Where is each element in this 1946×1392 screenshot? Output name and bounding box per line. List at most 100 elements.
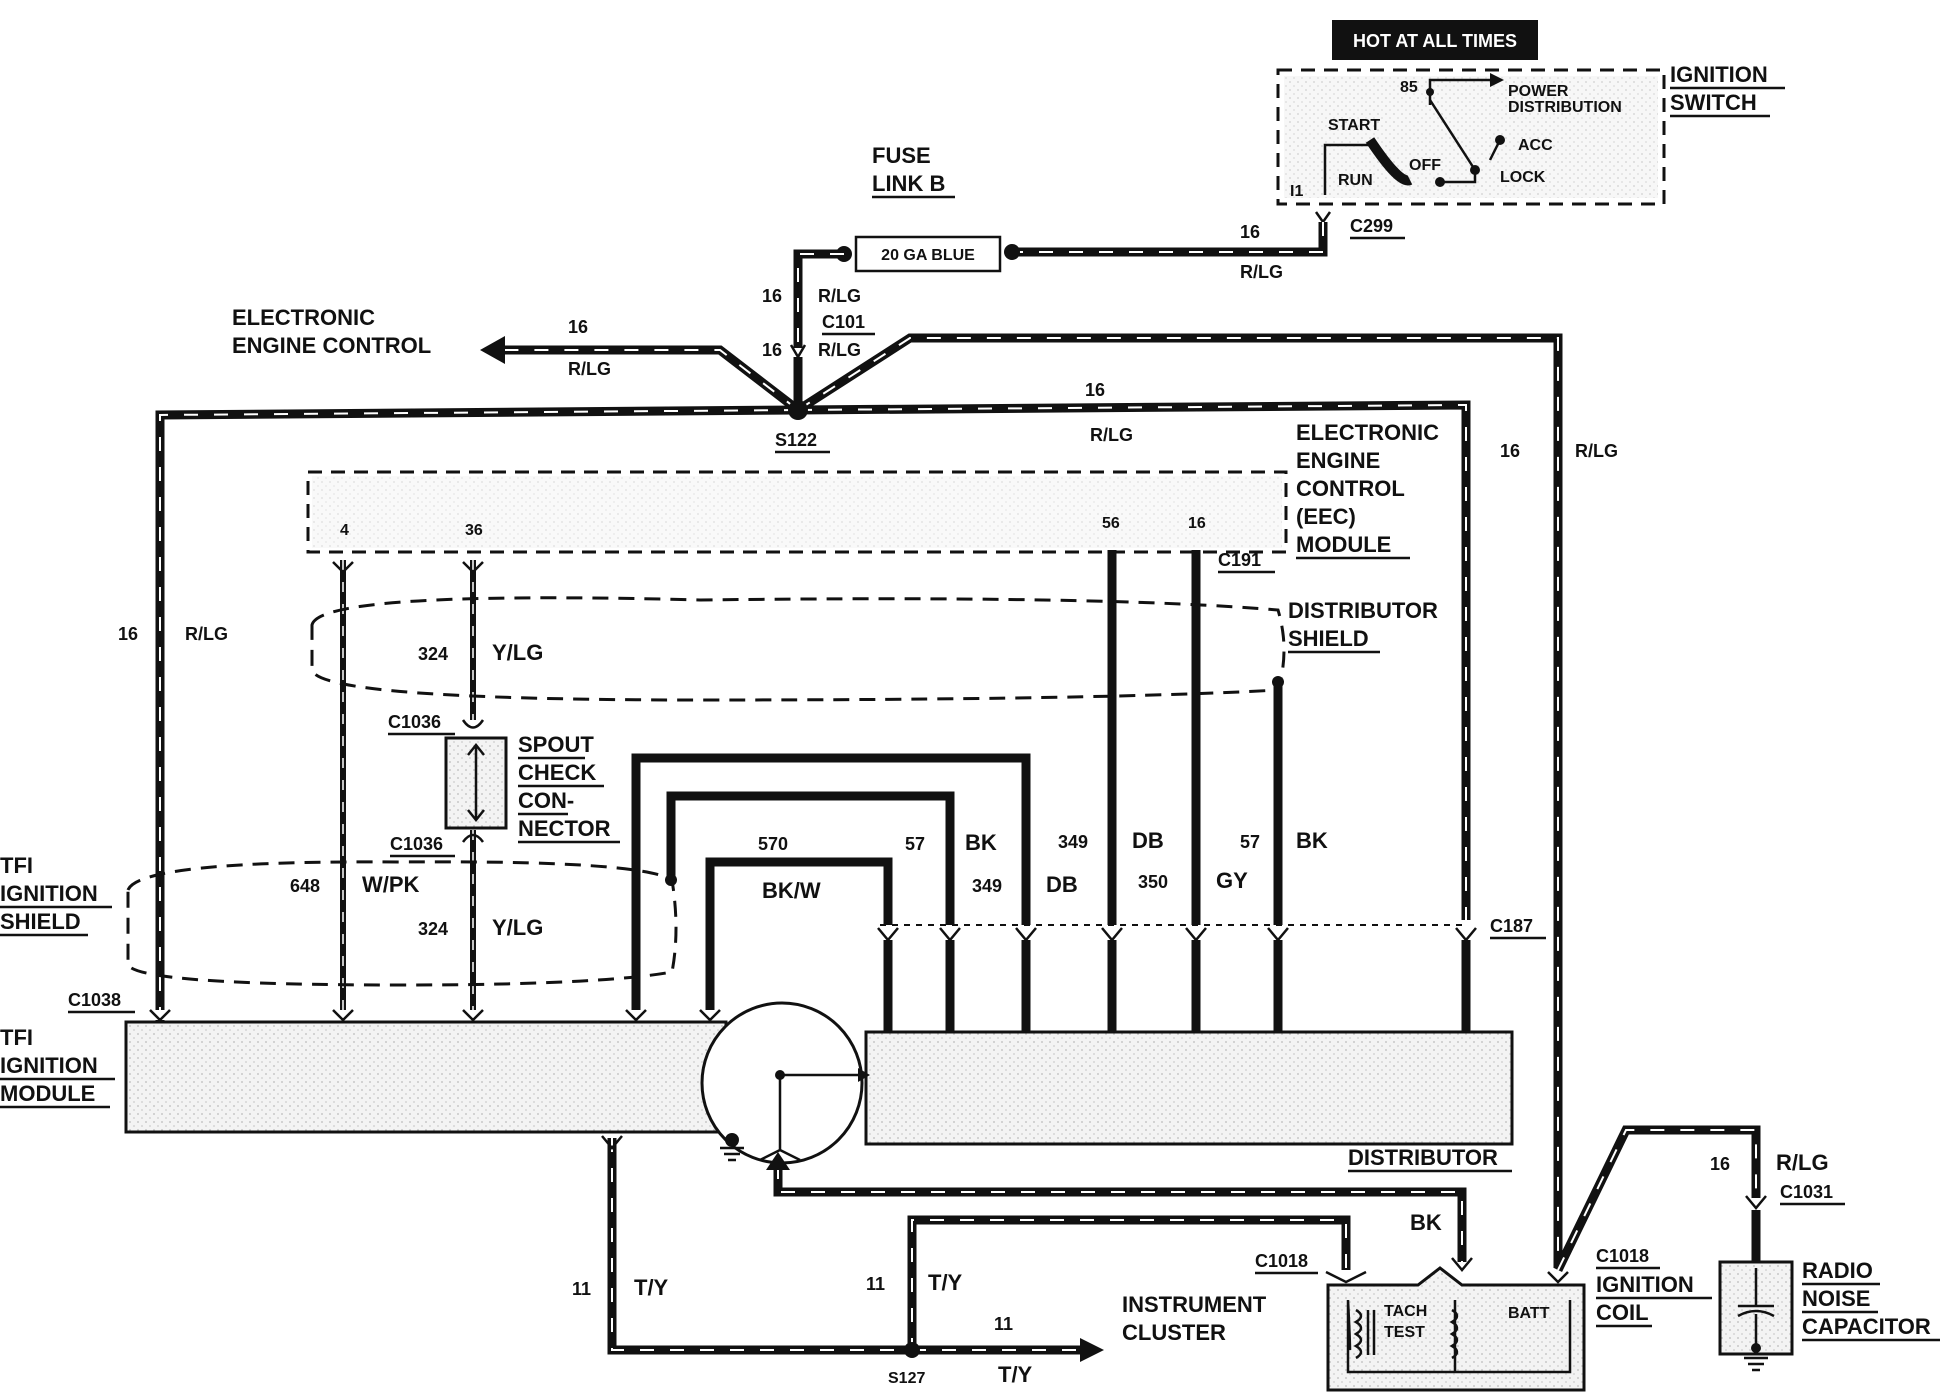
wire-shield-drains [631,753,1031,1010]
fuse-link-value: 20 GA BLUE [881,247,975,264]
tfi-shield-title-1: TFI [0,853,33,878]
w350-label: 350 [1138,872,1168,892]
fuse-link-title-2: LINK B [872,171,945,196]
c1018-label-a: C1018 [1255,1251,1308,1271]
rlg-label-g: R/LG [185,624,228,644]
w16-label-f: 16 [1500,441,1520,461]
power-label: POWER [1508,83,1569,100]
lock-label: LOCK [1500,169,1546,186]
wire-bk-coil [773,1165,1467,1262]
w57-label-b: 57 [1240,832,1260,852]
tfi-shield-title-2: IGNITION [0,881,98,906]
w16-label-b: 16 [762,286,782,306]
inst-cluster-title-1: INSTRUMENT [1122,1292,1267,1317]
pin-56-label: 56 [1102,515,1120,532]
bkw-label: BK/W [762,878,821,903]
pin-36-label: 36 [465,522,483,539]
tfi-ignition-shield [126,860,678,987]
rlg-label-a: R/LG [1240,262,1283,282]
hot-at-all-times-label: HOT AT ALL TIMES [1353,31,1517,51]
inst-cluster-title-2: CLUSTER [1122,1320,1226,1345]
tfi-shield-title-3: SHIELD [0,909,81,934]
eec-module-title-2: ENGINE [1296,448,1380,473]
c1038-connector [149,1009,721,1022]
w349-label-a: 349 [972,876,1002,896]
ignition-switch-internal-line [1428,78,1490,105]
ty-label-a: T/Y [634,1275,669,1300]
w324-label-b: 324 [418,919,448,939]
tach-label: TACH [1384,1303,1427,1320]
w16-label-h: 16 [1710,1154,1730,1174]
ty-label-c: T/Y [998,1362,1033,1387]
distributor-body [864,1030,1514,1146]
ignition-switch-title-2: SWITCH [1670,90,1757,115]
rlg-label-b: R/LG [818,286,861,306]
s127-label: S127 [888,1370,925,1387]
fuse-link-b [854,235,1002,273]
c1018-label-b: C1018 [1596,1246,1649,1266]
acc-label: ACC [1518,137,1553,154]
distributor-label: DISTRIBUTOR [1348,1145,1498,1170]
ignition-coil-title-1: IGNITION [1596,1272,1694,1297]
rlg-label-e: R/LG [1090,425,1133,445]
wires-to-distributor [883,940,1471,1040]
wpk-label: W/PK [362,872,420,897]
w16-label-c: 16 [762,340,782,360]
rlg-label-h: R/LG [1776,1150,1829,1175]
wire-coil-to-capacitor [1553,1125,1761,1272]
c1036-label-a: C1036 [388,712,441,732]
distribution-label: DISTRIBUTION [1508,99,1622,116]
ylg-label-b: Y/LG [492,915,543,940]
eec-module-box [306,470,1288,554]
ground-icon [720,1146,744,1162]
ignition-switch-box [1276,68,1666,206]
dist-shield-title-1: DISTRIBUTOR [1288,598,1438,623]
c299-label: C299 [1350,216,1393,236]
eec-out-label-2: ENGINE CONTROL [232,333,431,358]
ignition-coil-title-2: COIL [1596,1300,1649,1325]
spout-title-1: SPOUT [518,732,594,757]
w349-label-b: 349 [1058,832,1088,852]
eec-module-title-4: (EEC) [1296,504,1356,529]
eec-module-title-3: CONTROL [1296,476,1405,501]
eec-module-title-5: MODULE [1296,532,1391,557]
pin-i1-label: I1 [1290,183,1303,200]
tfi-module-title-2: IGNITION [0,1053,98,1078]
c299-connector [1314,211,1332,225]
eec-module-title-1: ELECTRONIC [1296,420,1439,445]
w16-label-g: 16 [118,624,138,644]
fuse-link-title-1: FUSE [872,143,931,168]
hot-at-all-times-banner: HOT AT ALL TIMES [1332,20,1538,60]
radio-cap-title-1: RADIO [1802,1258,1873,1283]
batt-label: BATT [1508,1305,1550,1322]
spout-title-2: CHECK [518,760,596,785]
ignition-switch-title-1: IGNITION [1670,62,1768,87]
c1031-label: C1031 [1780,1182,1833,1202]
db-label-b: DB [1132,828,1164,853]
off-label: OFF [1409,157,1441,174]
ty-label-b: T/Y [928,1270,963,1295]
wire-tach-ty [607,1138,1351,1355]
s122-splice [788,400,808,420]
bk-label-c: BK [1410,1210,1442,1235]
w11-label-b: 11 [866,1274,885,1294]
test-label: TEST [1384,1324,1425,1341]
pin-16-label: 16 [1188,515,1206,532]
eec-out-label-1: ELECTRONIC [232,305,375,330]
c1036-label-b: C1036 [390,834,443,854]
c191-label: C191 [1218,550,1261,570]
s127-splice [904,1342,920,1358]
bk-label-a: BK [965,830,997,855]
db-label-a: DB [1046,872,1078,897]
pin-4-label: 4 [340,522,349,539]
arrow-to-eec [480,336,505,364]
c1038-label: C1038 [68,990,121,1010]
run-label: RUN [1338,172,1373,189]
bk-label-b: BK [1296,828,1328,853]
spout-title-3: CON- [518,788,574,813]
ylg-label-a: Y/LG [492,640,543,665]
wire-c299-to-fuse [1012,222,1328,257]
pin-85-label: 85 [1400,79,1418,96]
w11-label-c: 11 [994,1314,1013,1334]
